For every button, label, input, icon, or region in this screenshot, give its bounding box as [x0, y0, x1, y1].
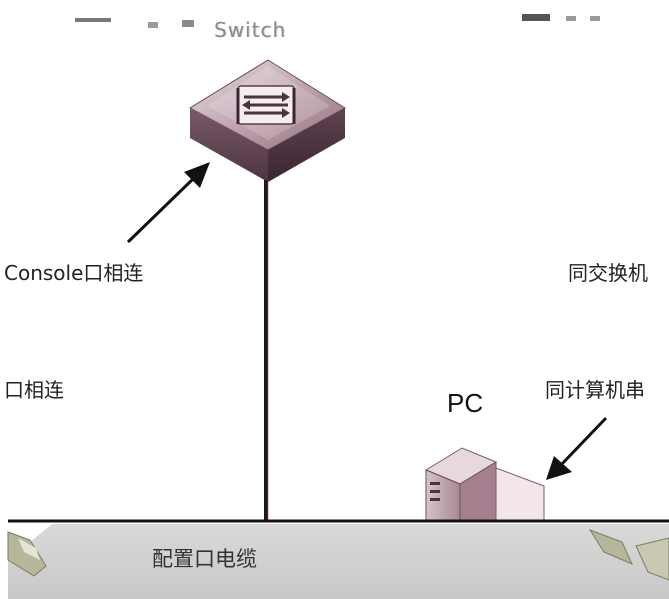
arrow-icon: [126, 162, 210, 244]
switch-label: Switch: [214, 18, 287, 42]
pc-label: PC: [447, 388, 484, 418]
cable-label: 配置口电缆: [152, 547, 257, 571]
switch-right-annotation: 同交换机: [568, 261, 648, 285]
cable-panel: [7, 524, 669, 599]
arrow-icon: [546, 416, 608, 480]
console-port-annotation: Console口相连: [4, 261, 144, 285]
switch-emblem: [236, 85, 296, 125]
port-annotation: 口相连: [4, 378, 64, 402]
network-switch-icon: [188, 59, 346, 182]
desktop-pc-icon: [424, 447, 545, 523]
pc-right-annotation: 同计算机串: [545, 378, 645, 402]
top-clipped-artifacts: [75, 14, 600, 28]
